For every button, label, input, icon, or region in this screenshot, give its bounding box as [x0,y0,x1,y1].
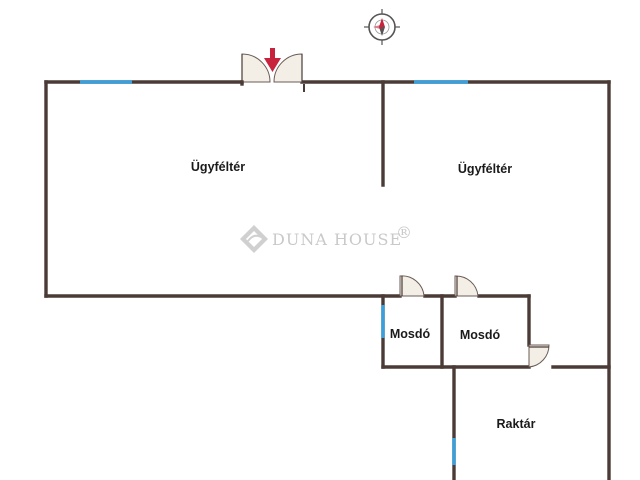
washroom-2-door [454,275,479,297]
windows [80,80,468,465]
watermark: DUNA HOUSE ® [240,223,413,253]
watermark-logo-icon [240,225,268,253]
watermark-registered-mark: ® [396,223,413,242]
room-label-washroom-2: Mosdó [460,328,501,342]
entrance-door [240,53,305,92]
washroom-1-door [399,275,425,297]
room-label-client-area-2: Ügyféltér [458,161,512,176]
compass-icon [364,9,400,45]
watermark-text: DUNA HOUSE [272,230,402,249]
storage-door [528,344,550,368]
room-label-washroom-1: Mosdó [390,327,431,341]
room-label-storage: Raktár [497,417,536,431]
room-label-client-area-1: Ügyféltér [191,159,245,174]
entrance-arrow-icon [264,48,281,72]
